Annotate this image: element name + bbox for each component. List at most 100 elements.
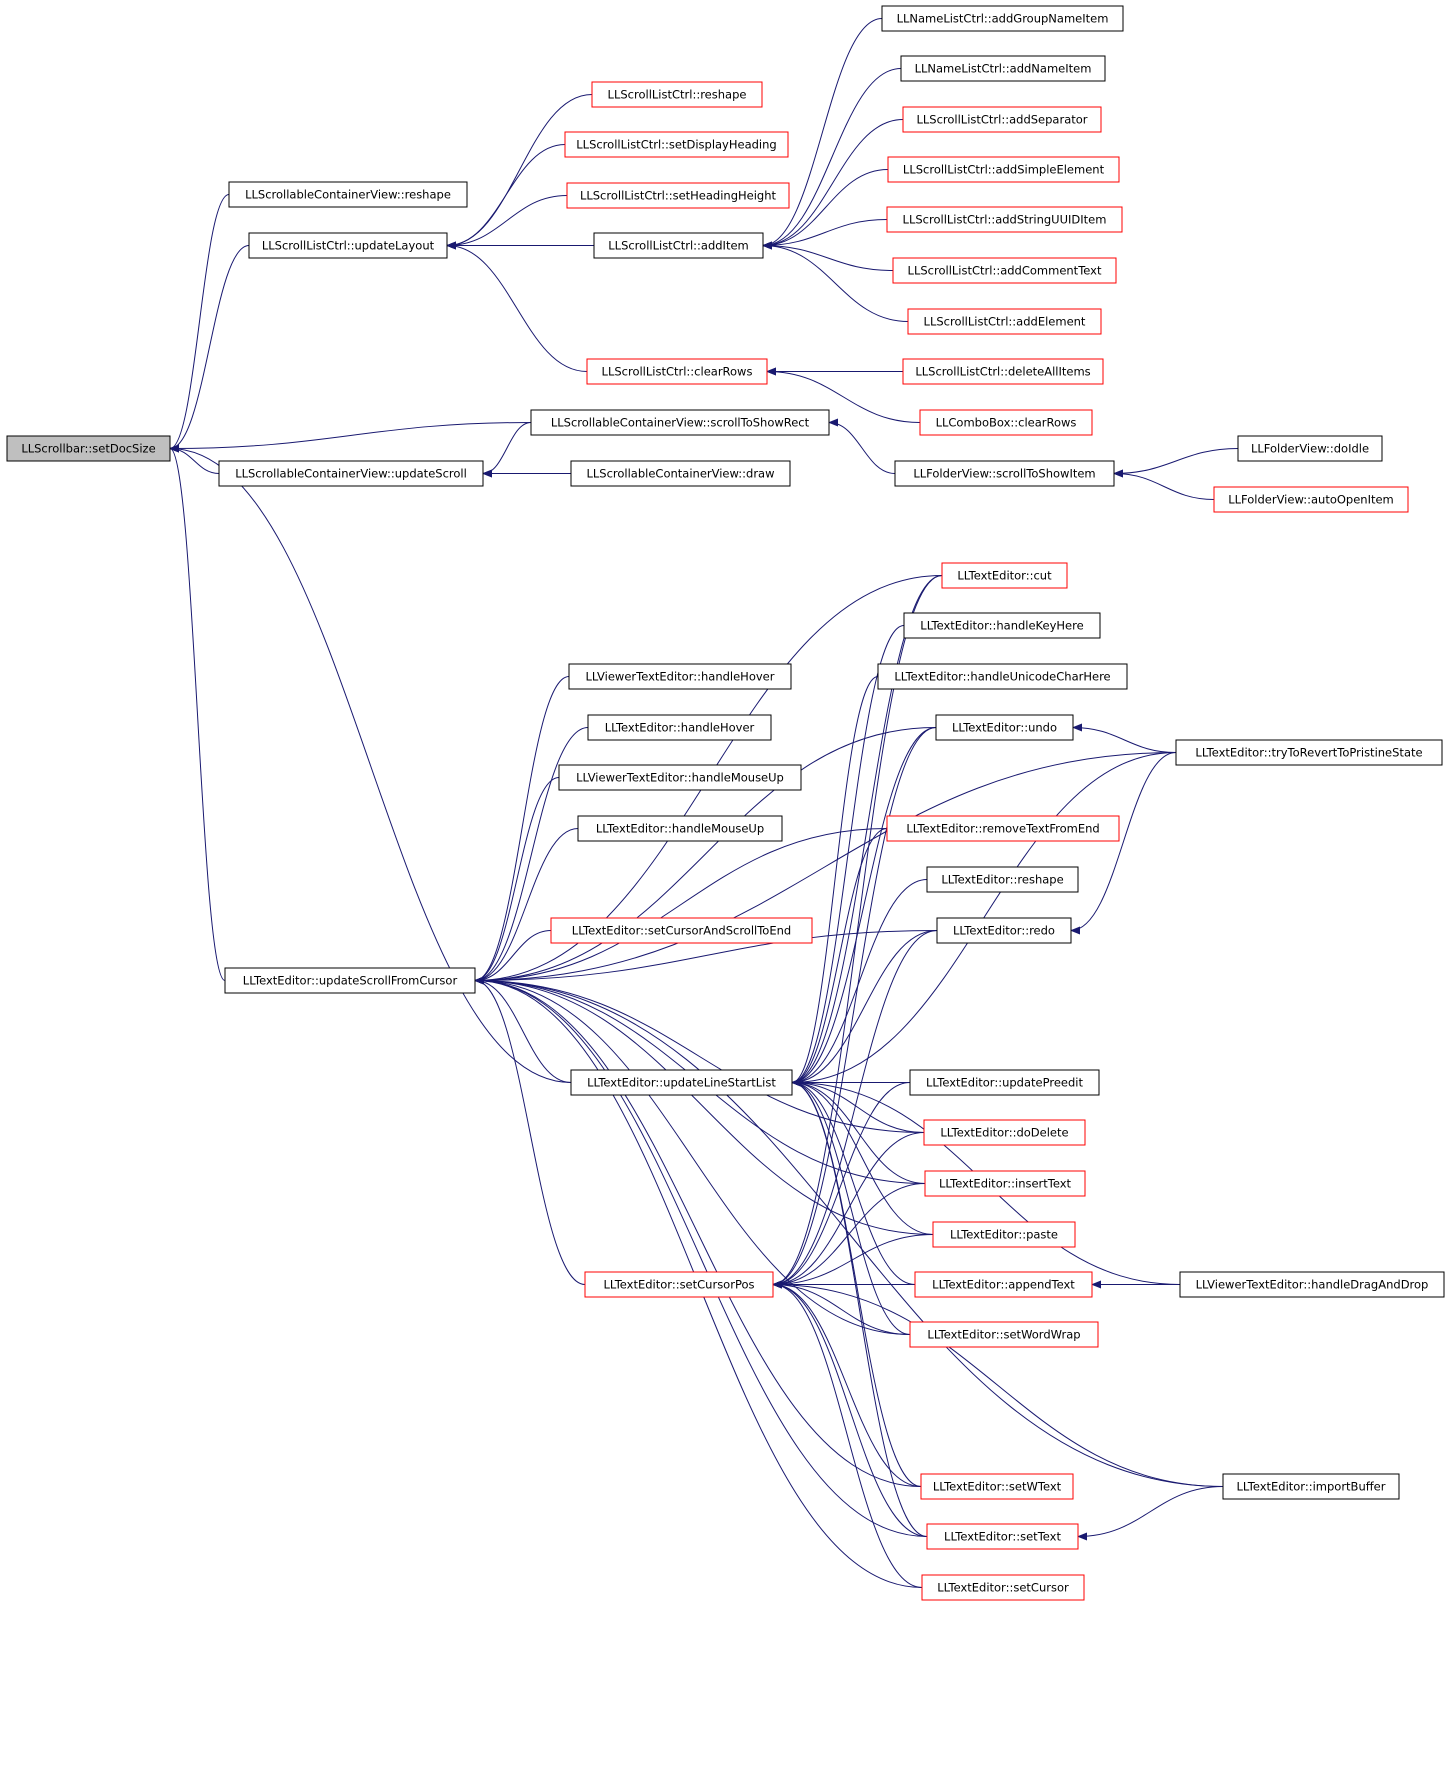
node-SLC_setHeadingHeight[interactable]: LLScrollListCtrl::setHeadingHeight xyxy=(566,182,790,209)
node-label: LLTextEditor::appendText xyxy=(932,1278,1075,1292)
node-TE_redo[interactable]: LLTextEditor::redo xyxy=(936,917,1072,944)
node-box xyxy=(886,815,1120,842)
node-box xyxy=(566,182,790,209)
edge-TE_setWordWrap-to-TE_updateScrollFromCursor xyxy=(474,976,911,1335)
edge-FV_scrollToShowItem-to-SCV_scrollToShowRect xyxy=(828,418,896,474)
node-box xyxy=(926,866,1079,893)
node-label: LLScrollListCtrl::setDisplayHeading xyxy=(576,138,776,152)
node-SLC_clearRows[interactable]: LLScrollListCtrl::clearRows xyxy=(586,358,768,385)
node-SCV_updateScroll[interactable]: LLScrollableContainerView::updateScroll xyxy=(218,460,484,487)
node-label: LLViewerTextEditor::handleMouseUp xyxy=(576,771,784,785)
node-label: LLTextEditor::setText xyxy=(944,1530,1061,1544)
edge-TE_setWText-to-TE_updateScrollFromCursor xyxy=(474,976,922,1487)
node-SLC_updateLayout[interactable]: LLScrollListCtrl::updateLayout xyxy=(248,232,448,259)
edge-TE_doDelete-to-TE_updateScrollFromCursor xyxy=(474,976,925,1133)
node-layer: LLScrollbar::setDocSizeLLScrollableConta… xyxy=(6,5,1445,1601)
node-box xyxy=(887,156,1120,183)
node-TE_updateScrollFromCursor[interactable]: LLTextEditor::updateScrollFromCursor xyxy=(224,967,476,994)
node-SLC_deleteAllItems[interactable]: LLScrollListCtrl::deleteAllItems xyxy=(902,358,1104,385)
node-box xyxy=(886,206,1123,233)
node-FV_scrollToShowItem[interactable]: LLFolderView::scrollToShowItem xyxy=(894,460,1115,487)
node-TE_reshape[interactable]: LLTextEditor::reshape xyxy=(926,866,1079,893)
node-TE_setWText[interactable]: LLTextEditor::setWText xyxy=(920,1473,1074,1500)
node-label: LLScrollListCtrl::reshape xyxy=(608,88,747,102)
node-SLC_addSeparator[interactable]: LLScrollListCtrl::addSeparator xyxy=(902,106,1102,133)
edge-layer xyxy=(169,18,1239,1588)
node-SLC_reshape[interactable]: LLScrollListCtrl::reshape xyxy=(591,81,763,108)
node-TE_setCursorAndScrollToEnd[interactable]: LLTextEditor::setCursorAndScrollToEnd xyxy=(550,917,813,944)
node-TE_updateLineStartList[interactable]: LLTextEditor::updateLineStartList xyxy=(570,1069,793,1096)
node-SCV_draw[interactable]: LLScrollableContainerView::draw xyxy=(570,460,791,487)
edge-TE_setCursor-to-TE_setCursorPos xyxy=(772,1280,923,1588)
node-box xyxy=(593,232,764,259)
node-box xyxy=(920,1473,1074,1500)
node-box xyxy=(924,1170,1086,1197)
edge-TE_undo-to-TE_setCursorPos xyxy=(772,727,937,1289)
node-FV_autoOpenItem[interactable]: LLFolderView::autoOpenItem xyxy=(1213,486,1409,513)
node-SLC_addStringUUIDItem[interactable]: LLScrollListCtrl::addStringUUIDItem xyxy=(886,206,1123,233)
node-FV_doIdle[interactable]: LLFolderView::doIdle xyxy=(1237,435,1383,462)
node-TE_setCursor[interactable]: LLTextEditor::setCursor xyxy=(921,1574,1085,1601)
edge-TE_paste-to-TE_setCursorPos xyxy=(772,1234,934,1289)
edge-NLC_addNameItem-to-SLC_addItem xyxy=(762,68,902,250)
node-setDocSize[interactable]: LLScrollbar::setDocSize xyxy=(6,435,171,462)
node-CB_clearRows[interactable]: LLComboBox::clearRows xyxy=(919,409,1093,436)
node-VTE_handleMouseUp[interactable]: LLViewerTextEditor::handleMouseUp xyxy=(558,764,802,791)
edge-SLC_setDisplayHeading-to-SLC_updateLayout xyxy=(446,144,566,250)
node-TE_setWordWrap[interactable]: LLTextEditor::setWordWrap xyxy=(909,1321,1099,1348)
node-SLC_addElement[interactable]: LLScrollListCtrl::addElement xyxy=(907,308,1102,335)
node-TE_handleUnicodeCharHere[interactable]: LLTextEditor::handleUnicodeCharHere xyxy=(877,663,1128,690)
node-VTE_handleDragAndDrop[interactable]: LLViewerTextEditor::handleDragAndDrop xyxy=(1179,1271,1445,1298)
edge-TE_doDelete-to-TE_updateLineStartList xyxy=(791,1078,925,1133)
edge-TE_setWText-to-TE_setCursorPos xyxy=(772,1280,922,1487)
node-SCV_reshape[interactable]: LLScrollableContainerView::reshape xyxy=(228,181,468,208)
node-box xyxy=(892,257,1117,284)
node-TE_tryToRevert[interactable]: LLTextEditor::tryToRevertToPristineState xyxy=(1175,739,1443,766)
node-box xyxy=(1237,435,1383,462)
edge-SLC_clearRows-to-SLC_updateLayout xyxy=(446,241,588,372)
edge-TE_importBuffer-to-TE_setCursorPos xyxy=(772,1280,1224,1487)
node-TE_setText[interactable]: LLTextEditor::setText xyxy=(926,1523,1079,1550)
node-label: LLScrollListCtrl::updateLayout xyxy=(262,239,435,253)
node-VTE_handleHover[interactable]: LLViewerTextEditor::handleHover xyxy=(568,663,792,690)
node-TE_undo[interactable]: LLTextEditor::undo xyxy=(935,714,1074,741)
node-TE_doDelete[interactable]: LLTextEditor::doDelete xyxy=(923,1119,1086,1146)
node-TE_importBuffer[interactable]: LLTextEditor::importBuffer xyxy=(1222,1473,1400,1500)
node-TE_handleKeyHere[interactable]: LLTextEditor::handleKeyHere xyxy=(903,612,1101,639)
node-SLC_setDisplayHeading[interactable]: LLScrollListCtrl::setDisplayHeading xyxy=(564,131,789,158)
node-NLC_addNameItem[interactable]: LLNameListCtrl::addNameItem xyxy=(900,55,1106,82)
node-label: LLScrollListCtrl::clearRows xyxy=(602,365,753,379)
node-label: LLScrollableContainerView::scrollToShowR… xyxy=(551,416,810,430)
node-label: LLTextEditor::updateLineStartList xyxy=(587,1076,776,1090)
edge-SLC_addCommentText-to-SLC_addItem xyxy=(762,241,894,271)
node-TE_removeTextFromEnd[interactable]: LLTextEditor::removeTextFromEnd xyxy=(886,815,1120,842)
node-SCV_scrollToShowRect[interactable]: LLScrollableContainerView::scrollToShowR… xyxy=(530,409,830,436)
node-label: LLFolderView::doIdle xyxy=(1251,442,1369,456)
node-SLC_addCommentText[interactable]: LLScrollListCtrl::addCommentText xyxy=(892,257,1117,284)
node-TE_setCursorPos[interactable]: LLTextEditor::setCursorPos xyxy=(584,1271,774,1298)
node-TE_insertText[interactable]: LLTextEditor::insertText xyxy=(924,1170,1086,1197)
node-TE_cut[interactable]: LLTextEditor::cut xyxy=(941,562,1068,589)
node-box xyxy=(902,106,1102,133)
edge-TE_appendText-to-TE_updateLineStartList xyxy=(791,1078,916,1285)
node-NLC_addGroupNameItem[interactable]: LLNameListCtrl::addGroupNameItem xyxy=(881,5,1124,32)
node-label: LLTextEditor::redo xyxy=(953,924,1055,938)
node-label: LLScrollListCtrl::setHeadingHeight xyxy=(580,189,777,203)
node-TE_appendText[interactable]: LLTextEditor::appendText xyxy=(914,1271,1093,1298)
node-TE_paste[interactable]: LLTextEditor::paste xyxy=(932,1221,1076,1248)
node-box xyxy=(881,5,1124,32)
edge-VTE_handleHover-to-TE_updateScrollFromCursor xyxy=(474,676,570,985)
node-TE_handleHover[interactable]: LLTextEditor::handleHover xyxy=(587,714,772,741)
node-box xyxy=(564,131,789,158)
node-label: LLScrollableContainerView::reshape xyxy=(245,188,451,202)
node-TE_handleMouseUp[interactable]: LLTextEditor::handleMouseUp xyxy=(577,815,783,842)
edge-FV_autoOpenItem-to-FV_scrollToShowItem xyxy=(1113,469,1215,500)
node-box xyxy=(530,409,830,436)
edge-TE_setText-to-TE_updateLineStartList xyxy=(791,1078,928,1537)
node-SLC_addSimpleElement[interactable]: LLScrollListCtrl::addSimpleElement xyxy=(887,156,1120,183)
edge-TE_setCursorAndScrollToEnd-to-TE_updateScrollFromCursor xyxy=(474,930,552,985)
node-TE_updatePreedit[interactable]: LLTextEditor::updatePreedit xyxy=(909,1069,1100,1096)
node-box xyxy=(907,308,1102,335)
node-SLC_addItem[interactable]: LLScrollListCtrl::addItem xyxy=(593,232,764,259)
node-label: LLTextEditor::undo xyxy=(952,721,1057,735)
